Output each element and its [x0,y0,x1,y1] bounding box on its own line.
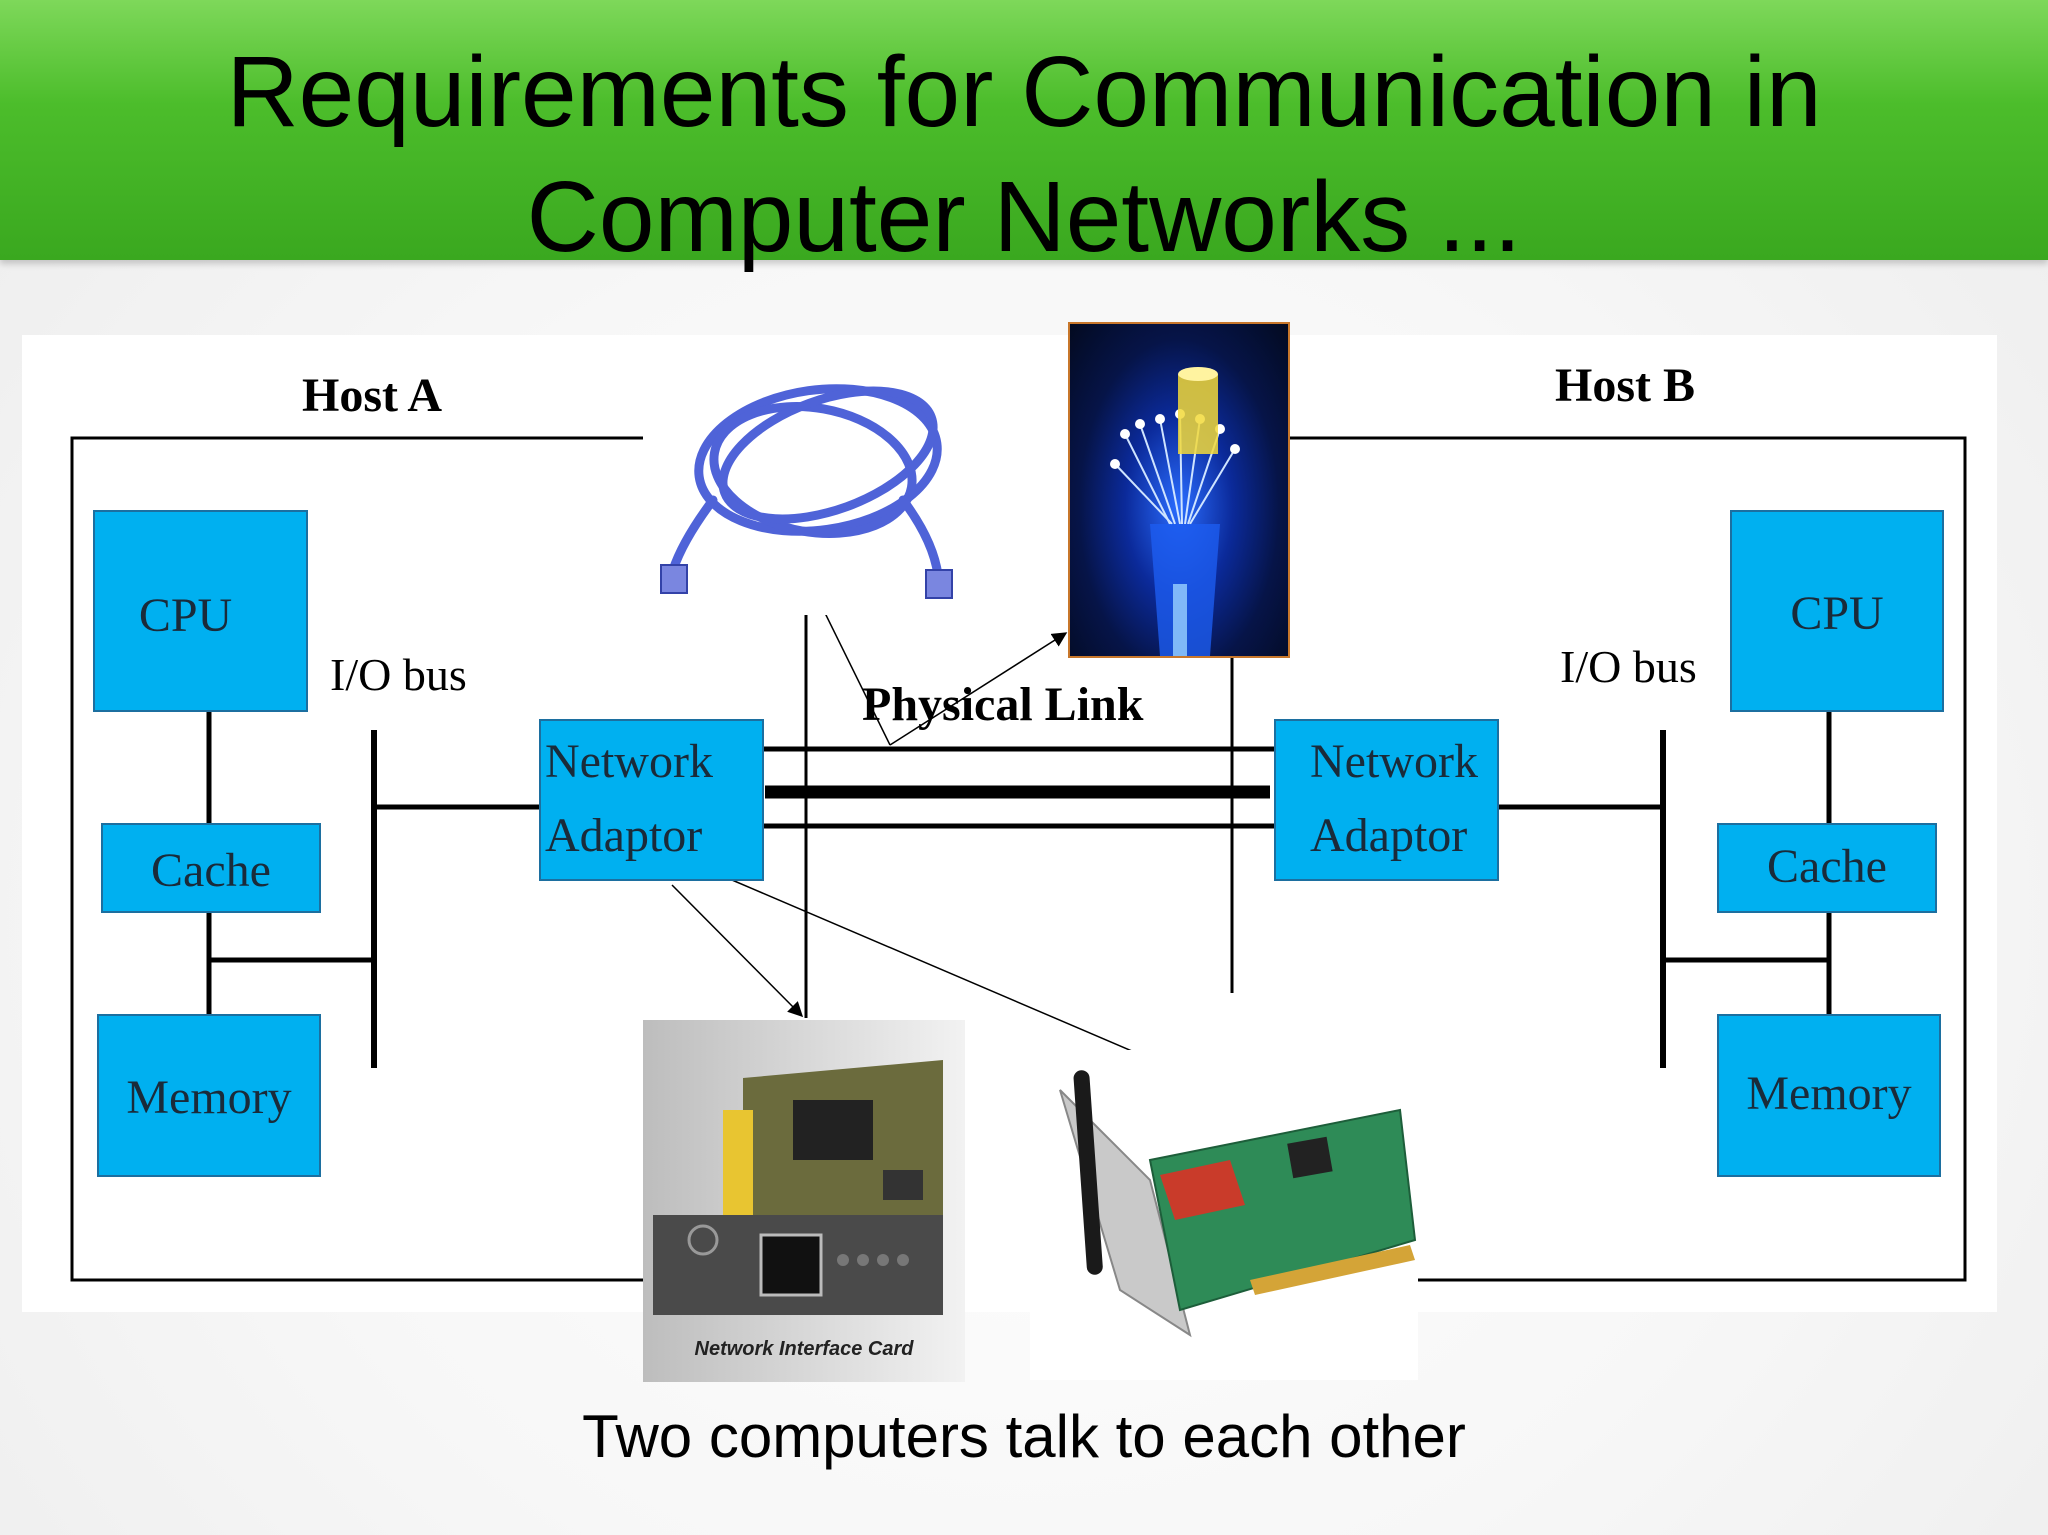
host-b-memory-label: Memory [1746,1067,1912,1120]
host-a-cache-label: Cache [151,844,271,897]
ethernet-cable-drawing [660,384,953,599]
host-a-memory-label: Memory [126,1071,292,1124]
wired-nic-photo: Network Interface Card [643,1020,965,1382]
host-b-memory-box: Memory [1717,1014,1941,1177]
host-b-cpu-box: CPU [1730,510,1944,712]
fiber-optic-photo [1068,322,1290,658]
ethernet-cable-photo [643,350,983,615]
arrow-to-fiber-2 [889,632,1068,746]
slide-title: Requirements for Communication in Comput… [226,36,1822,273]
host-a-network-adaptor-label: Network Adaptor [545,735,713,862]
host-a-cpu-box: CPU [93,510,308,712]
wired-nic-drawing [653,1060,943,1315]
host-a-cpu-label: CPU [138,589,233,642]
host-b-label: Host B [1555,359,1696,412]
wireless-nic-drawing [1059,1070,1417,1338]
host-a-io-bus-label: I/O bus [330,649,467,700]
arrow-to-wired-nic [671,884,804,1018]
slide-caption: Two computers talk to each other [582,1403,1466,1470]
arrow-to-fiber [824,612,891,746]
wireless-nic-photo [1030,1050,1418,1380]
fiber-optic-drawing [1110,367,1240,656]
host-a-label: Host A [302,369,443,422]
host-b-frame [1287,436,1967,1282]
host-a-frame [70,436,645,1282]
nic-photo-caption: Network Interface Card [694,1338,914,1360]
title-bar [0,0,2048,260]
host-b-io-bus-label: I/O bus [1560,641,1697,692]
host-a-memory-box: Memory [97,1014,321,1177]
host-b-network-adaptor-box: Network Adaptor [1274,719,1499,881]
host-b-cache-label: Cache [1767,840,1887,893]
host-b-network-adaptor-label: Network Adaptor [1310,735,1478,862]
host-b-cpu-label: CPU [1790,587,1884,640]
host-a-network-adaptor-box: Network Adaptor [539,719,764,881]
host-b-cache-box: Cache [1717,823,1937,913]
physical-link-label: Physical Link [862,678,1144,731]
host-a-cache-box: Cache [101,823,321,913]
